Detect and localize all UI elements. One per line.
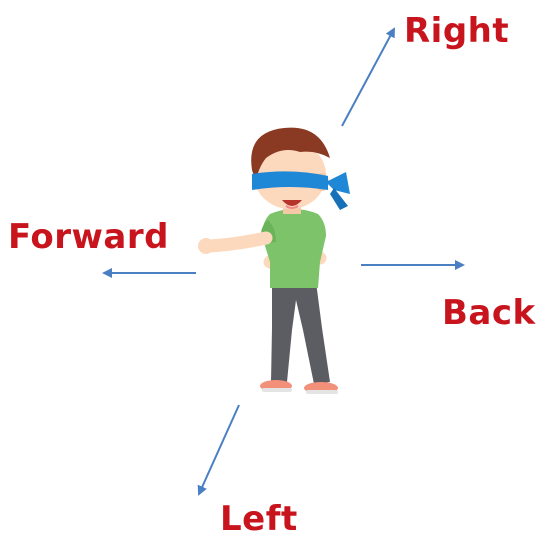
label-left: Left xyxy=(220,502,298,536)
label-right: Right xyxy=(404,14,509,48)
label-forward: Forward xyxy=(8,220,169,254)
label-back: Back xyxy=(442,296,536,330)
